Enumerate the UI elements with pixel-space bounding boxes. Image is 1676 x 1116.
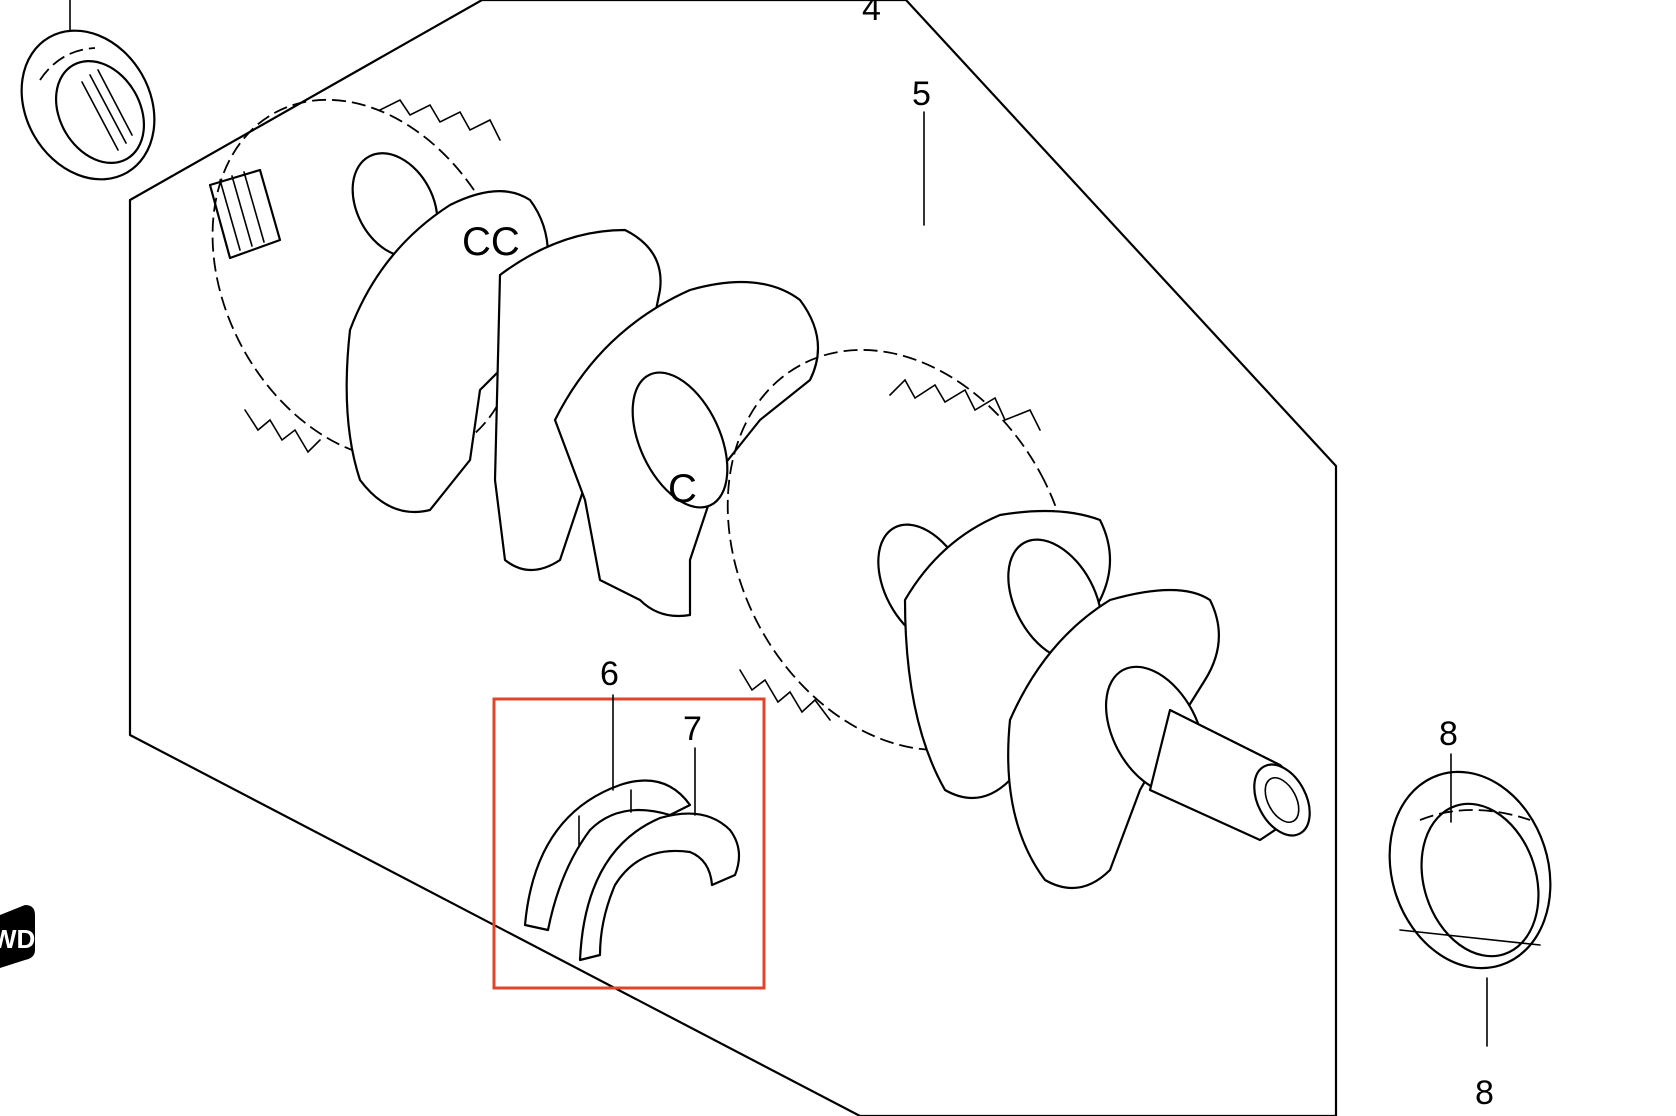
label-6: 6 <box>600 655 619 693</box>
assembly-outline <box>128 0 1338 1116</box>
part-4-needle-bearing[interactable] <box>0 0 181 204</box>
part-5-crankshaft[interactable]: CC C <box>152 47 1321 890</box>
part-8-main-bearing[interactable] <box>1365 751 1575 989</box>
label-5: 5 <box>912 75 931 113</box>
part-6-thrust-washer[interactable] <box>523 779 692 932</box>
label-8-bottom: 8 <box>1475 1074 1494 1112</box>
crank-marking-c: C <box>668 467 697 511</box>
part-7-thrust-washer[interactable] <box>578 812 741 962</box>
label-4: 4 <box>862 0 881 28</box>
label-8-top: 8 <box>1439 715 1458 753</box>
label-7: 7 <box>683 710 702 748</box>
crank-marking-cc: CC <box>462 220 520 264</box>
highlight-box <box>492 697 766 990</box>
svg-text:WD: WD <box>0 924 35 954</box>
fwd-direction-badge: WD <box>0 905 35 968</box>
